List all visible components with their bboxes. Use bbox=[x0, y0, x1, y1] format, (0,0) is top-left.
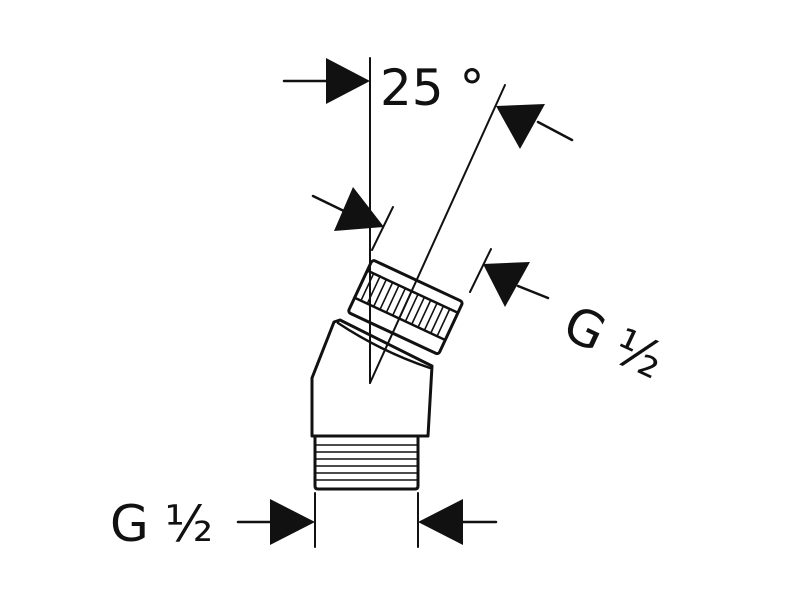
tilted-axis-line bbox=[369, 84, 506, 384]
angle-label: 25 ° bbox=[380, 59, 485, 117]
outlet-arrow-left bbox=[334, 187, 384, 231]
knurled-nut bbox=[347, 259, 464, 356]
inlet-arrow-right bbox=[418, 499, 463, 545]
angle-dimension: 25 ° bbox=[282, 57, 574, 384]
outlet-thread-label: G ½ bbox=[555, 294, 673, 390]
angle-arrow-left bbox=[326, 58, 370, 104]
inlet-arrow-left bbox=[270, 499, 315, 545]
inlet-thread-dimension: G ½ bbox=[110, 492, 498, 553]
fitting-body bbox=[310, 318, 434, 438]
elbow-fitting bbox=[310, 259, 464, 491]
bottom-thread bbox=[313, 435, 420, 491]
angle-arrow-right bbox=[496, 104, 545, 149]
outlet-arrow-right bbox=[483, 262, 530, 307]
inlet-thread-label: G ½ bbox=[110, 495, 213, 553]
